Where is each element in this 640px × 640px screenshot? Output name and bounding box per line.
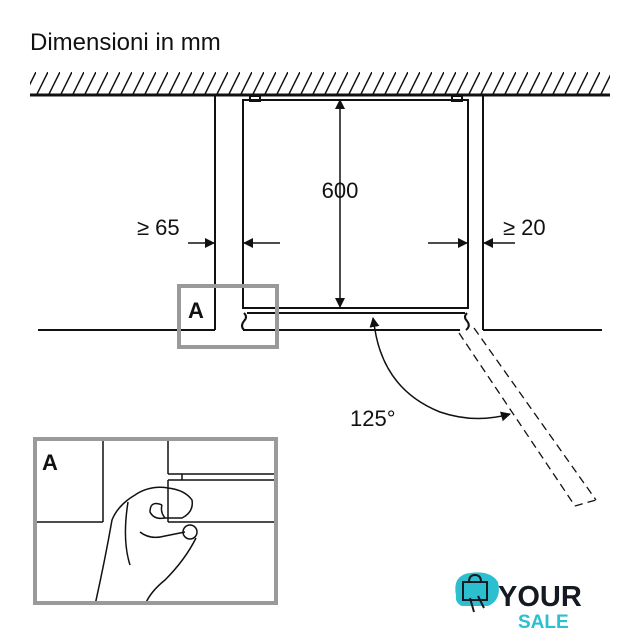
appliance-door <box>241 307 470 331</box>
shopping-bag-icon <box>462 581 488 601</box>
height-label: 600 <box>322 178 359 203</box>
door-angle-label: 125° <box>350 406 396 431</box>
left-cabinet <box>38 96 216 331</box>
hand-pointer-icon <box>469 595 485 613</box>
detail-view-label: A <box>42 450 58 475</box>
detail-view: A <box>33 437 278 605</box>
door-angle-arc <box>369 317 511 422</box>
right-gap-label: ≥ 20 <box>503 215 546 240</box>
open-door-outline <box>458 327 597 507</box>
hand-illustration <box>94 486 198 603</box>
ceiling <box>30 72 610 97</box>
logo-text-sale: SALE <box>518 612 569 633</box>
detail-frame <box>33 437 278 605</box>
yoursale-logo: YOUR SALE <box>455 572 582 633</box>
left-gap-label: ≥ 65 <box>137 215 180 240</box>
detail-marker-label: A <box>188 298 204 323</box>
diagram-title: Dimensioni in mm <box>30 29 221 56</box>
logo-text-your: YOUR <box>498 581 582 613</box>
detail-marker-box <box>177 284 279 349</box>
right-cabinet <box>482 96 602 331</box>
